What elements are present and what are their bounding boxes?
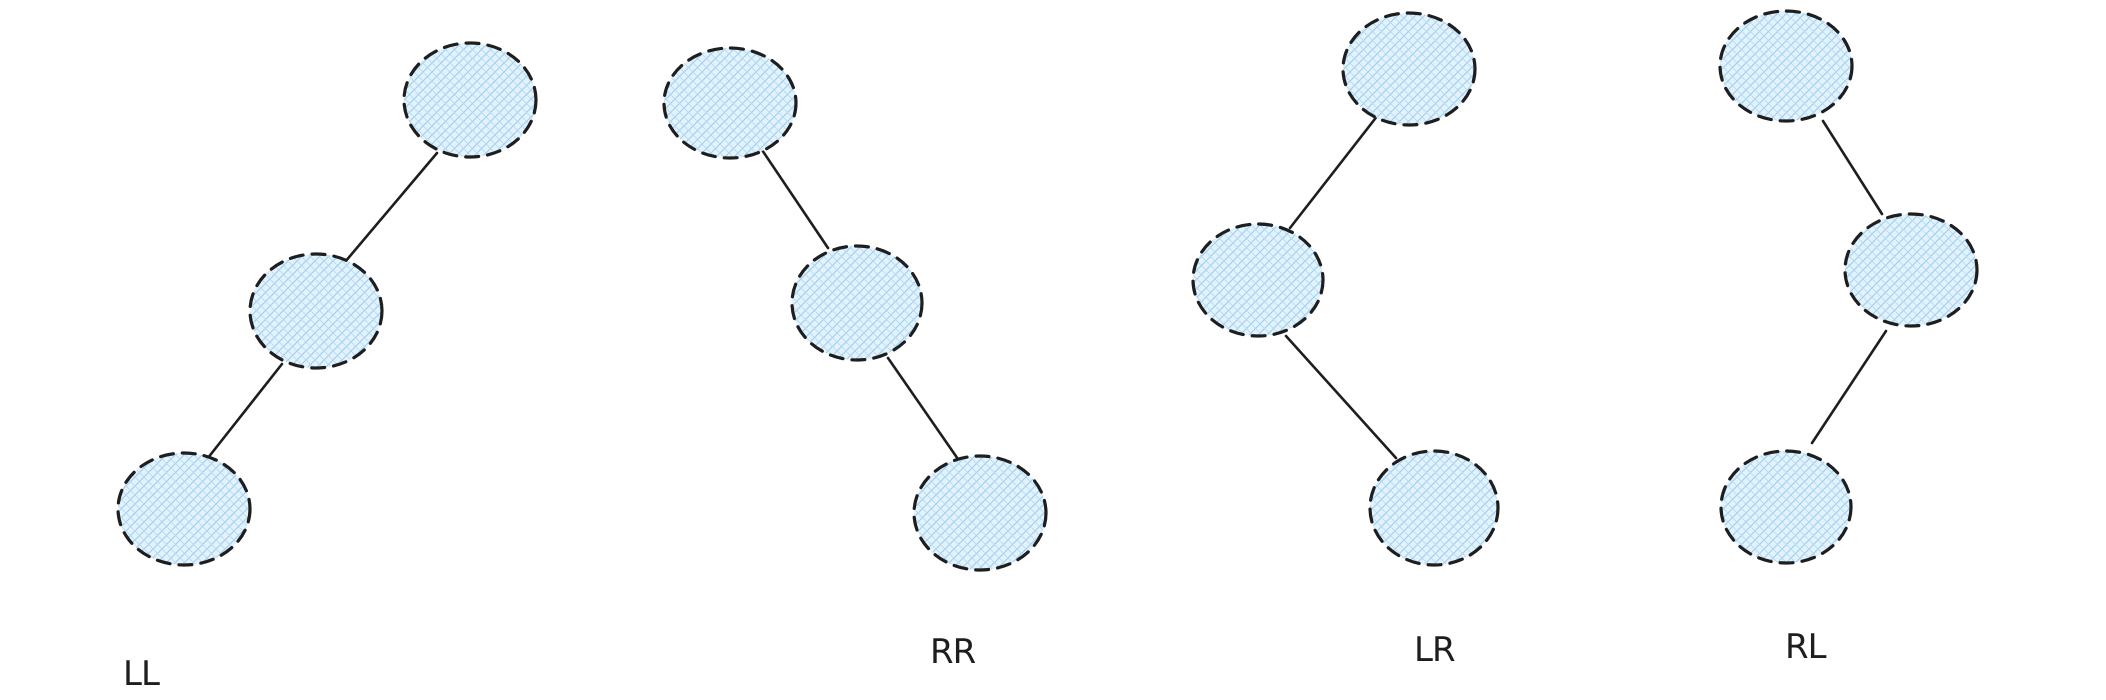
rr-tree: RR xyxy=(662,46,1048,672)
rl-edge-middle-to-bottom xyxy=(1810,329,1888,445)
ll-edge-root-to-middle xyxy=(343,151,439,264)
lr-edge-middle-to-bottom xyxy=(1284,334,1398,460)
ll-middle-node xyxy=(248,252,384,370)
lr-bottom-node xyxy=(1368,449,1500,567)
rr-edge-root-to-middle xyxy=(758,145,830,250)
ll-edge-middle-to-bottom xyxy=(198,362,284,470)
rl-label: RL xyxy=(1785,627,1827,667)
ll-label: LL xyxy=(123,654,160,694)
ll-root-node xyxy=(402,41,538,159)
rl-tree: RL xyxy=(1718,9,1979,667)
rl-edge-root-to-middle xyxy=(1821,119,1884,216)
lr-root-node xyxy=(1341,11,1477,127)
rl-bottom-node xyxy=(1719,449,1853,565)
rr-edge-middle-to-bottom xyxy=(886,356,962,464)
ll-tree: LL xyxy=(116,41,538,694)
rr-root-node xyxy=(662,46,798,160)
lr-tree: LR xyxy=(1191,11,1500,670)
rr-label: RR xyxy=(930,632,976,672)
lr-middle-node xyxy=(1191,222,1325,338)
rr-middle-node xyxy=(790,244,924,362)
lr-edge-root-to-middle xyxy=(1288,113,1380,230)
ll-bottom-node xyxy=(116,451,252,567)
lr-label: LR xyxy=(1414,630,1455,670)
rl-root-node xyxy=(1718,9,1854,123)
rl-middle-node xyxy=(1843,212,1979,328)
rr-bottom-node xyxy=(912,454,1048,572)
